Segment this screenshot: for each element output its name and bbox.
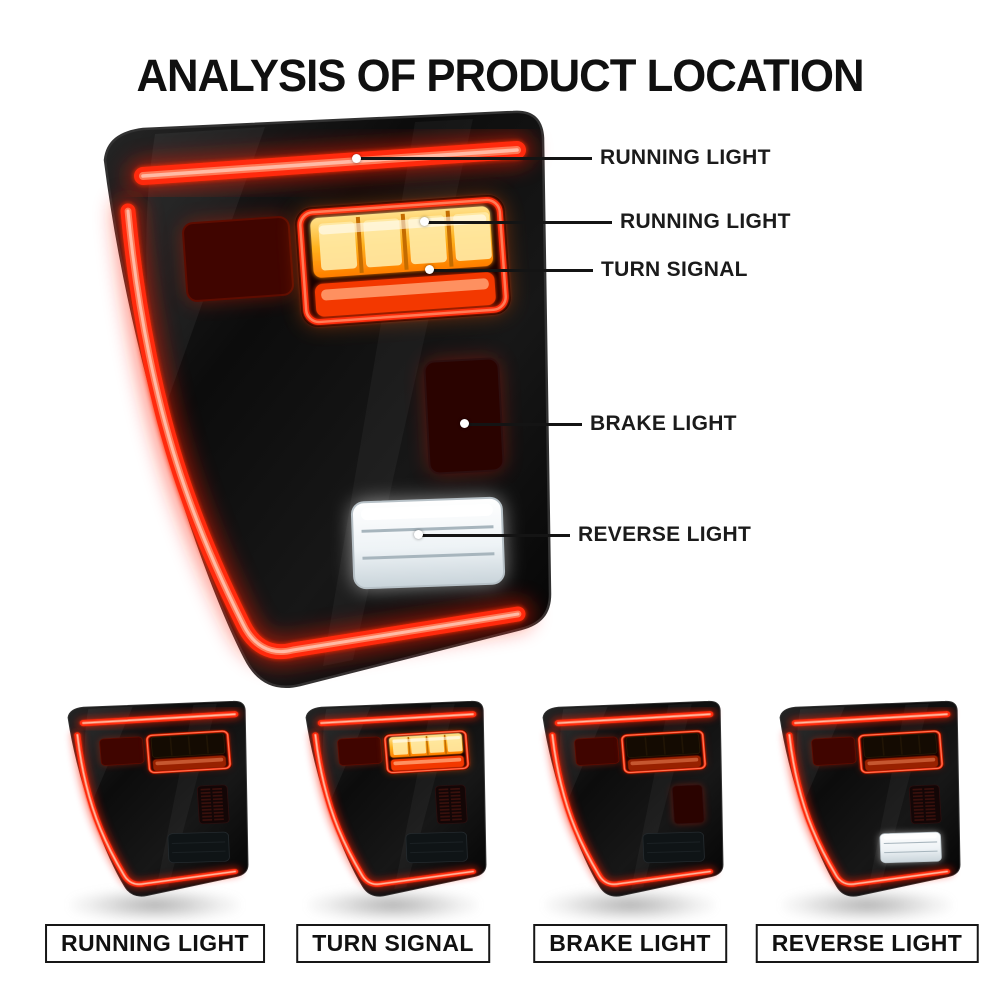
- variant-label-running: RUNNING LIGHT: [45, 924, 265, 963]
- variant-label-turn: TURN SIGNAL: [296, 924, 490, 963]
- main-taillight-graphic: [85, 108, 555, 698]
- running-light-reflector-block: [574, 736, 620, 766]
- variant-reverse-light: REVERSE LIGHT: [752, 700, 982, 980]
- brake-light-block: [434, 784, 468, 825]
- callout-line: [422, 534, 570, 537]
- variant-taillight-graphic-reverse: [772, 700, 962, 900]
- running-light-top-bar: [551, 708, 717, 729]
- turn-signal-block: [144, 729, 233, 775]
- running-light-c-tube: [71, 730, 241, 890]
- callout-dot-turn-signal: [425, 265, 434, 274]
- reverse-light-block: [405, 831, 468, 864]
- running-light-c-tube: [113, 196, 533, 667]
- variant-label-brake: BRAKE LIGHT: [533, 924, 727, 963]
- callout-label-reverse-light: REVERSE LIGHT: [578, 523, 752, 546]
- callout-dot-reverse-light: [414, 530, 423, 539]
- reverse-light-block: [350, 496, 506, 590]
- variant-taillight-graphic-turn: [298, 700, 488, 900]
- running-light-reflector-block: [811, 736, 857, 766]
- callout-label-brake-light: BRAKE LIGHT: [590, 412, 737, 435]
- callout-label-turn-signal: TURN SIGNAL: [601, 258, 748, 281]
- turn-signal-block: [382, 729, 471, 775]
- reverse-light-block: [642, 831, 705, 864]
- running-light-reflector-block: [99, 736, 145, 766]
- running-light-top-bar: [76, 708, 242, 729]
- turn-signal-block: [295, 194, 511, 328]
- reverse-light-block: [167, 831, 230, 864]
- reverse-light-block: [879, 831, 942, 864]
- callout-label-running-light-2: RUNNING LIGHT: [620, 210, 791, 233]
- callout-label-running-light-1: RUNNING LIGHT: [600, 146, 771, 169]
- variant-brake-light: BRAKE LIGHT: [515, 700, 745, 980]
- running-light-top-bar: [788, 708, 954, 729]
- running-light-c-tube: [309, 730, 479, 890]
- variant-taillight-graphic-brake: [535, 700, 725, 900]
- brake-light-block: [671, 784, 705, 825]
- turn-signal-block: [856, 729, 945, 775]
- running-light-reflector-block: [182, 216, 294, 302]
- running-light-top-bar: [314, 708, 480, 729]
- callout-dot-running-light-block: [420, 217, 429, 226]
- turn-signal-block: [619, 729, 708, 775]
- running-light-c-tube: [546, 730, 716, 890]
- variant-running-light: RUNNING LIGHT: [40, 700, 270, 980]
- callout-line: [433, 269, 593, 272]
- callout-dot-running-light-bar: [352, 154, 361, 163]
- callout-line: [428, 221, 612, 224]
- brake-light-block: [196, 784, 230, 825]
- running-light-c-tube: [783, 730, 953, 890]
- brake-light-block: [908, 784, 942, 825]
- variant-taillight-graphic-running: [60, 700, 250, 900]
- callout-line: [360, 157, 592, 160]
- variant-turn-signal: TURN SIGNAL: [278, 700, 508, 980]
- running-light-reflector-block: [337, 736, 383, 766]
- running-light-top-bar: [127, 134, 533, 192]
- page-title: ANALYSIS OF PRODUCT LOCATION: [136, 50, 864, 101]
- callout-dot-brake-light: [460, 419, 469, 428]
- brake-light-block: [423, 357, 505, 475]
- variant-label-reverse: REVERSE LIGHT: [755, 924, 979, 963]
- callout-line: [468, 423, 582, 426]
